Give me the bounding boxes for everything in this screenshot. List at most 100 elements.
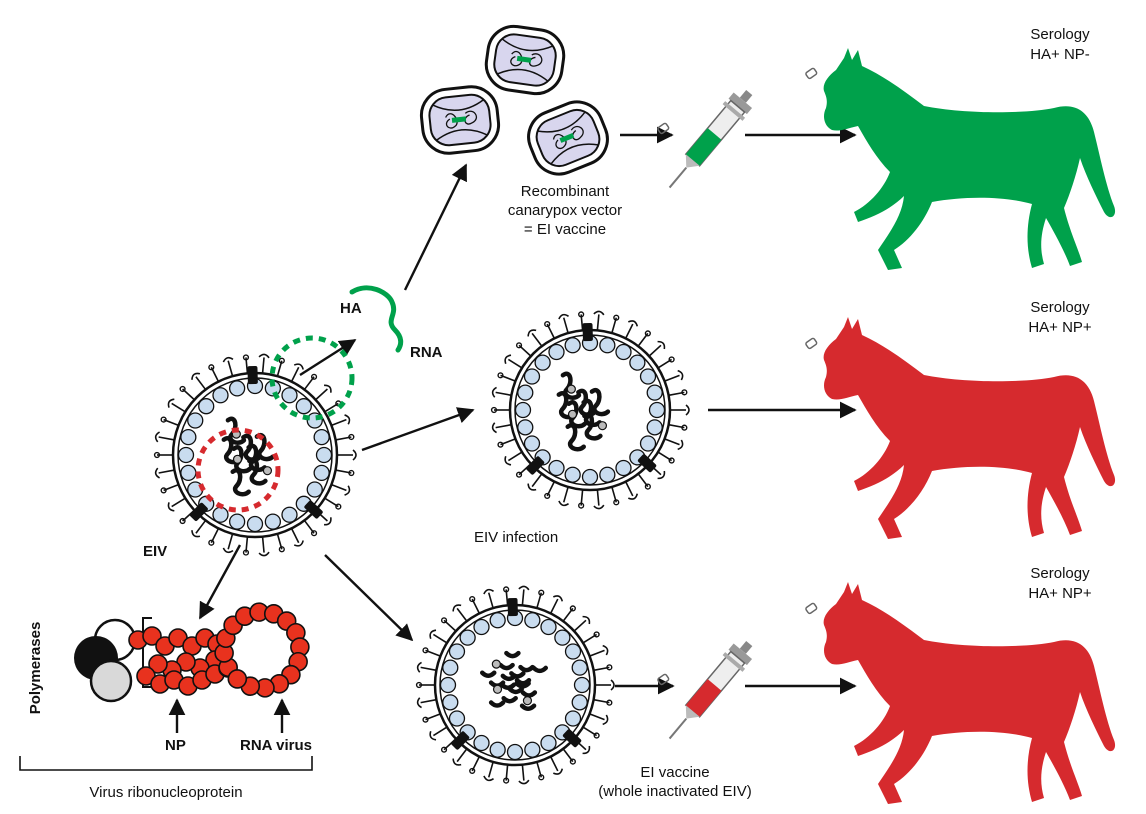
membrane-protein (247, 365, 258, 385)
spike-head (569, 758, 576, 765)
matrix-bead (187, 412, 204, 429)
spike-head (160, 487, 167, 494)
spike (171, 402, 186, 413)
matrix-bead (523, 435, 541, 452)
matrix-bead (639, 435, 657, 452)
spike (487, 592, 494, 609)
syringe-icon-red (668, 640, 753, 740)
spike-head (440, 617, 448, 624)
polymerase-node (491, 659, 501, 669)
spike-head (558, 500, 569, 507)
arrows (168, 126, 857, 733)
spike-head (538, 589, 545, 596)
spike-head (552, 768, 564, 775)
spike-head (344, 485, 351, 496)
rna-segment (589, 387, 611, 417)
spike-head (593, 504, 605, 510)
spike (261, 536, 265, 553)
spike-head (606, 664, 613, 671)
eiv-infection-label: EIV infection (474, 529, 558, 546)
spike-head (681, 424, 688, 431)
matrix-bead (448, 643, 466, 660)
spike-head (627, 493, 639, 500)
ei-vaccine-label-2: (whole inactivated EIV) (598, 783, 751, 800)
matrix-bead (564, 643, 582, 660)
membrane-protein (304, 500, 323, 519)
rna-fragment (507, 686, 524, 695)
spike (562, 486, 569, 503)
spike (432, 633, 448, 644)
np-label: NP (165, 737, 186, 754)
spike-head (242, 549, 250, 556)
matrix-bead (313, 464, 330, 482)
matrix-bead (540, 618, 557, 636)
matrix-bead (448, 710, 466, 727)
spike (331, 418, 347, 427)
matrix-bead (180, 428, 197, 446)
matrix-bead (281, 387, 298, 404)
eiv-label: EIV (143, 543, 167, 560)
matrix-bead (514, 401, 532, 419)
matrix-bead (548, 459, 565, 477)
np-bead (142, 626, 162, 646)
serology-label-mid: Serology (1030, 299, 1090, 316)
spike-head (602, 644, 609, 656)
matrix-bead (459, 629, 476, 646)
matrix-bead (564, 710, 582, 727)
spike-head (552, 595, 564, 602)
spike-head (242, 354, 250, 361)
rna-fragment (488, 700, 506, 708)
canarypox-icon (519, 92, 617, 184)
spike-head (613, 499, 620, 506)
spike-head (593, 732, 600, 739)
spike-head (416, 697, 422, 709)
spike (487, 761, 494, 778)
matrix-bead (648, 401, 666, 419)
matrix-bead (177, 446, 195, 464)
spike-head (497, 441, 504, 448)
matrix-bead (313, 428, 330, 446)
rna-fragment (501, 695, 518, 704)
spike-head (503, 586, 510, 593)
rna-segment (576, 388, 597, 418)
matrix-bead (315, 446, 333, 464)
spike-head (606, 699, 613, 706)
spike (158, 469, 175, 474)
spike-head (578, 311, 585, 318)
spike-head (602, 714, 609, 726)
spike-head (429, 629, 437, 639)
membrane-protein (637, 454, 657, 473)
matrix-bead (615, 459, 632, 477)
spike (648, 344, 662, 357)
matrix-bead (571, 659, 588, 676)
eiv-infection-particle-icon (490, 310, 690, 510)
spike-head (685, 404, 690, 416)
matrix-bead (548, 343, 565, 361)
spike-head (278, 357, 285, 364)
matrix-bead (540, 734, 557, 752)
matrix-bead (517, 419, 534, 436)
serology-result-green: HA+ NP- (1030, 46, 1090, 63)
spike (589, 713, 605, 721)
arrow-eiv-to-rnp (198, 544, 242, 620)
arrow-ha-to-pox (403, 163, 468, 291)
spike-head (208, 539, 215, 546)
spike-head (578, 502, 585, 509)
canarypox-vector-group (417, 21, 617, 184)
ha-segment-highlight (269, 335, 355, 421)
spike-head (593, 310, 605, 316)
spike (420, 666, 437, 672)
rna-virus-label: RNA virus (240, 737, 312, 754)
matrix-bead (198, 398, 215, 415)
spike (521, 589, 525, 606)
spike-head (352, 449, 357, 461)
membrane-protein (562, 729, 582, 748)
membrane-protein (189, 502, 208, 522)
arrow-eiv-to-inactivated (324, 554, 414, 642)
horse-icon-red-vaccine (823, 582, 1116, 804)
spike-head (613, 314, 620, 321)
matrix-bead (473, 734, 490, 752)
spike-head (167, 398, 175, 408)
matrix-bead (228, 513, 246, 530)
